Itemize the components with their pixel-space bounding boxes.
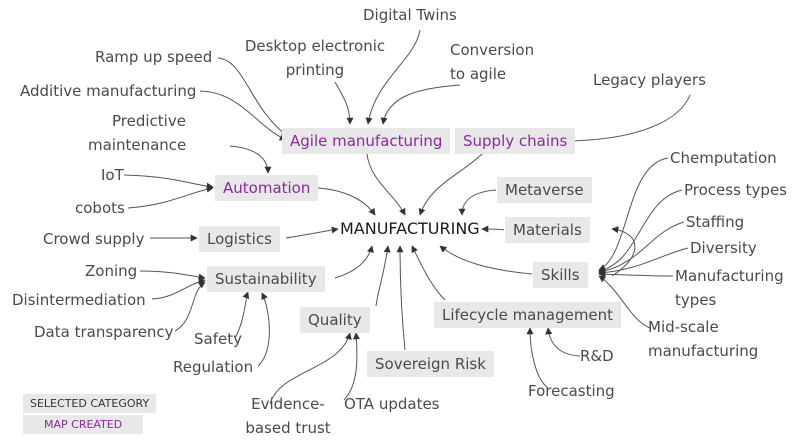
link-process-types [598, 189, 683, 274]
link-skills-center [439, 245, 533, 275]
topic-additive-manufacturing[interactable]: Additive manufacturing [20, 82, 197, 100]
link-forecasting [526, 327, 549, 389]
link-staffing [598, 221, 685, 275]
topic-line: printing [285, 61, 345, 79]
topic-forecasting[interactable]: Forecasting [528, 382, 615, 400]
topic-mid-scale-manufacturing[interactable]: Mid-scale manufacturing [648, 315, 758, 363]
topic-disintermediation[interactable]: Disintermediation [12, 291, 146, 309]
topic-line: based trust [245, 419, 331, 437]
category-sovereign-risk[interactable]: Sovereign Risk [367, 351, 494, 377]
link-data-transparency [174, 281, 206, 332]
link-regulation [257, 292, 270, 367]
category-supply-chains[interactable]: Supply chains [455, 128, 576, 154]
topic-line: types [675, 291, 717, 309]
link-diversity [598, 247, 689, 277]
category-metaverse[interactable]: Metaverse [497, 177, 592, 203]
link-sovereign-center [396, 245, 406, 351]
link-manufacturing-types [598, 270, 674, 278]
topic-line: Predictive [112, 112, 186, 130]
topic-safety[interactable]: Safety [194, 330, 242, 348]
center-node-manufacturing[interactable]: MANUFACTURING [340, 219, 480, 238]
topic-predictive-maintenance[interactable]: Predictive maintenance [88, 109, 186, 157]
topic-iot[interactable]: IoT [101, 166, 124, 184]
link-additive [199, 90, 287, 141]
link-skills-materials [611, 226, 636, 277]
topic-line: Mid-scale [648, 318, 719, 336]
topic-legacy-players[interactable]: Legacy players [593, 71, 706, 89]
legend-map-created: MAP CREATED [23, 415, 144, 434]
link-metaverse-center [458, 189, 497, 216]
link-disintermediation [151, 278, 206, 300]
topic-line: Evidence- [251, 395, 325, 413]
link-ota [343, 332, 360, 401]
topic-regulation[interactable]: Regulation [173, 358, 254, 376]
topic-conversion-to-agile[interactable]: Conversion to agile [450, 38, 534, 86]
topic-line: Manufacturing [675, 267, 784, 285]
link-zoning [139, 270, 206, 281]
topic-ramp-up-speed[interactable]: Ramp up speed [95, 48, 213, 66]
topic-desktop-electronic-printing[interactable]: Desktop electronic printing [244, 34, 386, 82]
category-sustainability[interactable]: Sustainability [207, 266, 325, 292]
link-agile-center [366, 153, 406, 216]
link-lifecycle-center [411, 245, 446, 301]
link-supply-center [418, 153, 483, 216]
link-sustainability-center [334, 245, 374, 279]
link-predictive [229, 145, 272, 174]
topic-manufacturing-types[interactable]: Manufacturing types [675, 264, 784, 312]
category-logistics[interactable]: Logistics [199, 226, 280, 252]
link-logistics-center [285, 226, 339, 239]
topic-data-transparency[interactable]: Data transparency [34, 323, 174, 341]
category-lifecycle-management[interactable]: Lifecycle management [434, 302, 622, 328]
topic-process-types[interactable]: Process types [684, 181, 787, 199]
link-safety [234, 291, 250, 339]
link-digital-twins [365, 29, 421, 125]
category-skills[interactable]: Skills [533, 262, 588, 288]
topic-rd[interactable]: R&D [580, 347, 614, 365]
link-materials-center [481, 225, 505, 233]
category-materials[interactable]: Materials [505, 217, 590, 243]
link-automation-center [317, 187, 376, 216]
topic-evidence-based-trust[interactable]: Evidence- based trust [240, 392, 336, 440]
link-desktop-printing [334, 81, 354, 125]
link-legacy-players [565, 94, 691, 145]
topic-line: manufacturing [648, 342, 759, 360]
link-evidence [269, 332, 352, 405]
category-agile-manufacturing[interactable]: Agile manufacturing [282, 128, 451, 154]
link-quality-center [375, 245, 391, 307]
topic-digital-twins[interactable]: Digital Twins [363, 6, 457, 24]
topic-staffing[interactable]: Staffing [686, 213, 745, 231]
topic-line: Desktop electronic [244, 37, 386, 55]
topic-chemputation[interactable]: Chemputation [670, 149, 777, 167]
topic-crowd-supply[interactable]: Crowd supply [43, 230, 145, 248]
topic-ota-updates[interactable]: OTA updates [344, 395, 440, 413]
link-rd [545, 327, 581, 357]
topic-line: Conversion [450, 41, 535, 59]
link-ramp-up-speed [217, 57, 291, 139]
topic-line: to agile [450, 65, 507, 83]
topic-cobots[interactable]: cobots [75, 199, 125, 217]
category-automation[interactable]: Automation [215, 175, 319, 201]
topic-zoning[interactable]: Zoning [85, 262, 138, 280]
link-iot [123, 174, 214, 190]
legend-selected-category: SELECTED CATEGORY [23, 394, 157, 413]
link-mid-scale [598, 275, 651, 329]
link-chemputation [598, 157, 669, 271]
link-conversion-agile [380, 84, 461, 125]
link-cobots [127, 185, 214, 209]
category-quality[interactable]: Quality [300, 307, 370, 333]
topic-line: maintenance [88, 136, 187, 154]
topic-diversity[interactable]: Diversity [690, 239, 757, 257]
